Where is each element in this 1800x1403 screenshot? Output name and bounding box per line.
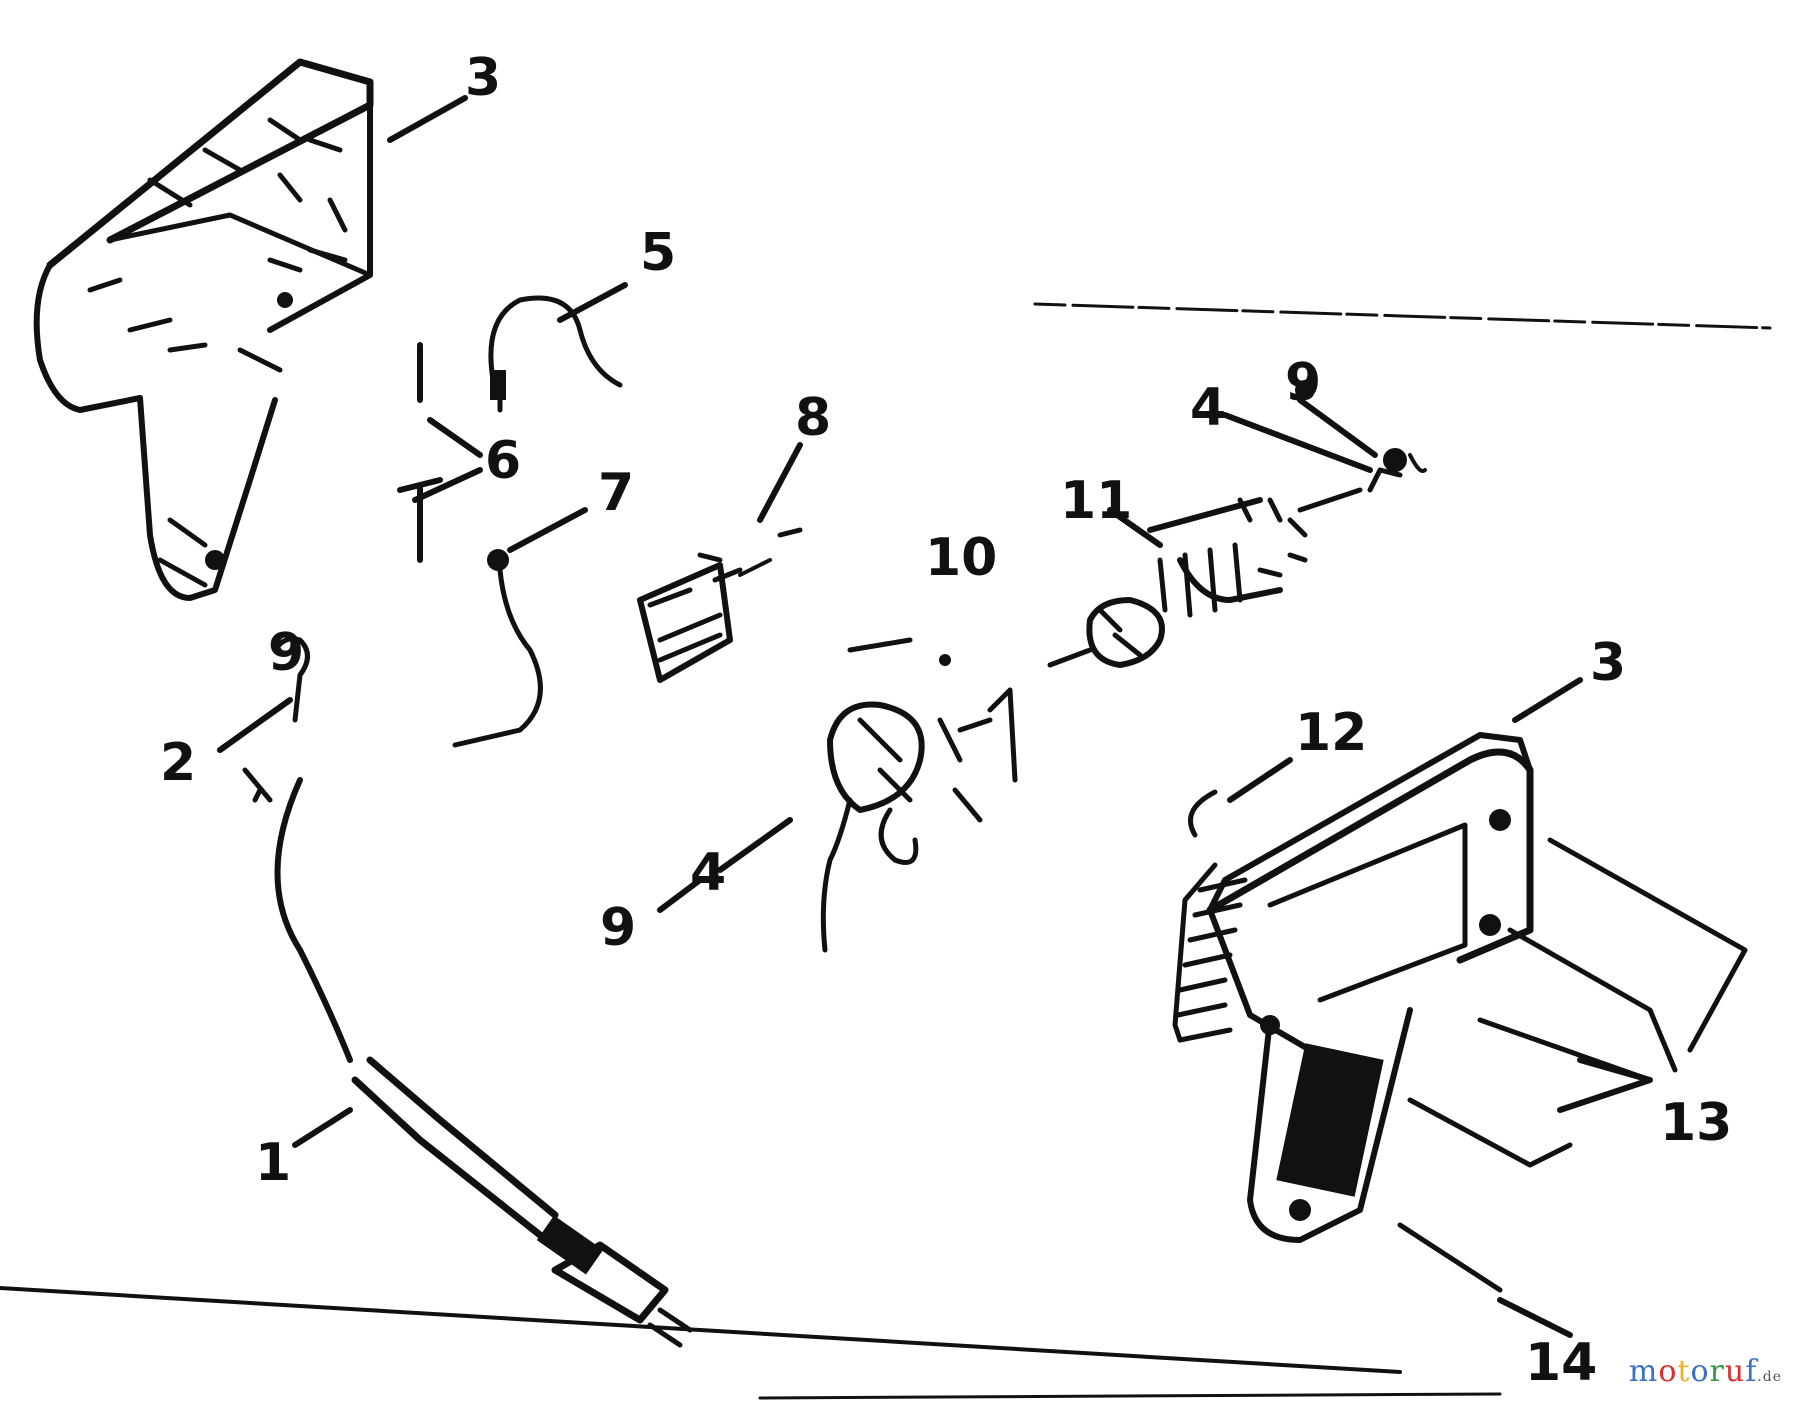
brush-upper-drawing [1295,380,1427,493]
label-8: 8 [795,388,831,448]
label-9-strain: 9 [268,623,304,683]
screws-drawing [1397,837,1748,1293]
watermark-letter: o [1690,1354,1710,1389]
leader-lines [217,95,1653,1338]
switch-block-drawing [637,527,803,683]
field-assembly-drawing [820,637,1018,953]
perspective-lines [0,302,1772,1400]
label-3-bottom: 3 [1590,633,1626,693]
label-11: 11 [1060,471,1132,531]
strain-relief-drawing [242,636,310,803]
label-14: 14 [1525,1333,1597,1393]
label-10: 10 [925,528,997,588]
watermark-suffix: .de [1757,1369,1782,1385]
label-4-upper: 4 [1190,378,1226,438]
label-7: 7 [598,463,634,523]
watermark-letter: f [1745,1354,1758,1389]
screw-pair-drawing [397,342,443,563]
lead-wire-drawing [488,295,623,413]
callout-labels: 3 5 6 7 8 4 9 11 10 2 9 1 4 9 3 12 13 14 [160,48,1732,1393]
watermark-letter: r [1709,1354,1725,1389]
cord-set-drawing [252,777,693,1348]
label-4-lower: 4 [690,843,726,903]
watermark-letter: m [1628,1354,1659,1389]
label-13: 13 [1660,1093,1732,1153]
watermark-letter: u [1724,1354,1746,1389]
label-3-top: 3 [465,48,501,108]
label-9-lower: 9 [600,898,636,958]
lead-wire-short-drawing [452,549,543,748]
armature-drawing [1047,487,1363,668]
handle-half-top-drawing [33,58,374,601]
watermark-letter: t [1677,1354,1691,1389]
label-12: 12 [1295,703,1367,763]
handle-half-bottom-drawing [1172,732,1534,1243]
label-2: 2 [160,733,196,793]
label-5: 5 [640,223,676,283]
label-6: 6 [485,431,521,491]
label-9-upper: 9 [1285,353,1321,413]
watermark-letter: o [1658,1354,1678,1389]
bearing-drawing [1188,789,1218,838]
label-1: 1 [255,1133,291,1193]
watermark-logo: motoruf.de [1629,1354,1782,1389]
